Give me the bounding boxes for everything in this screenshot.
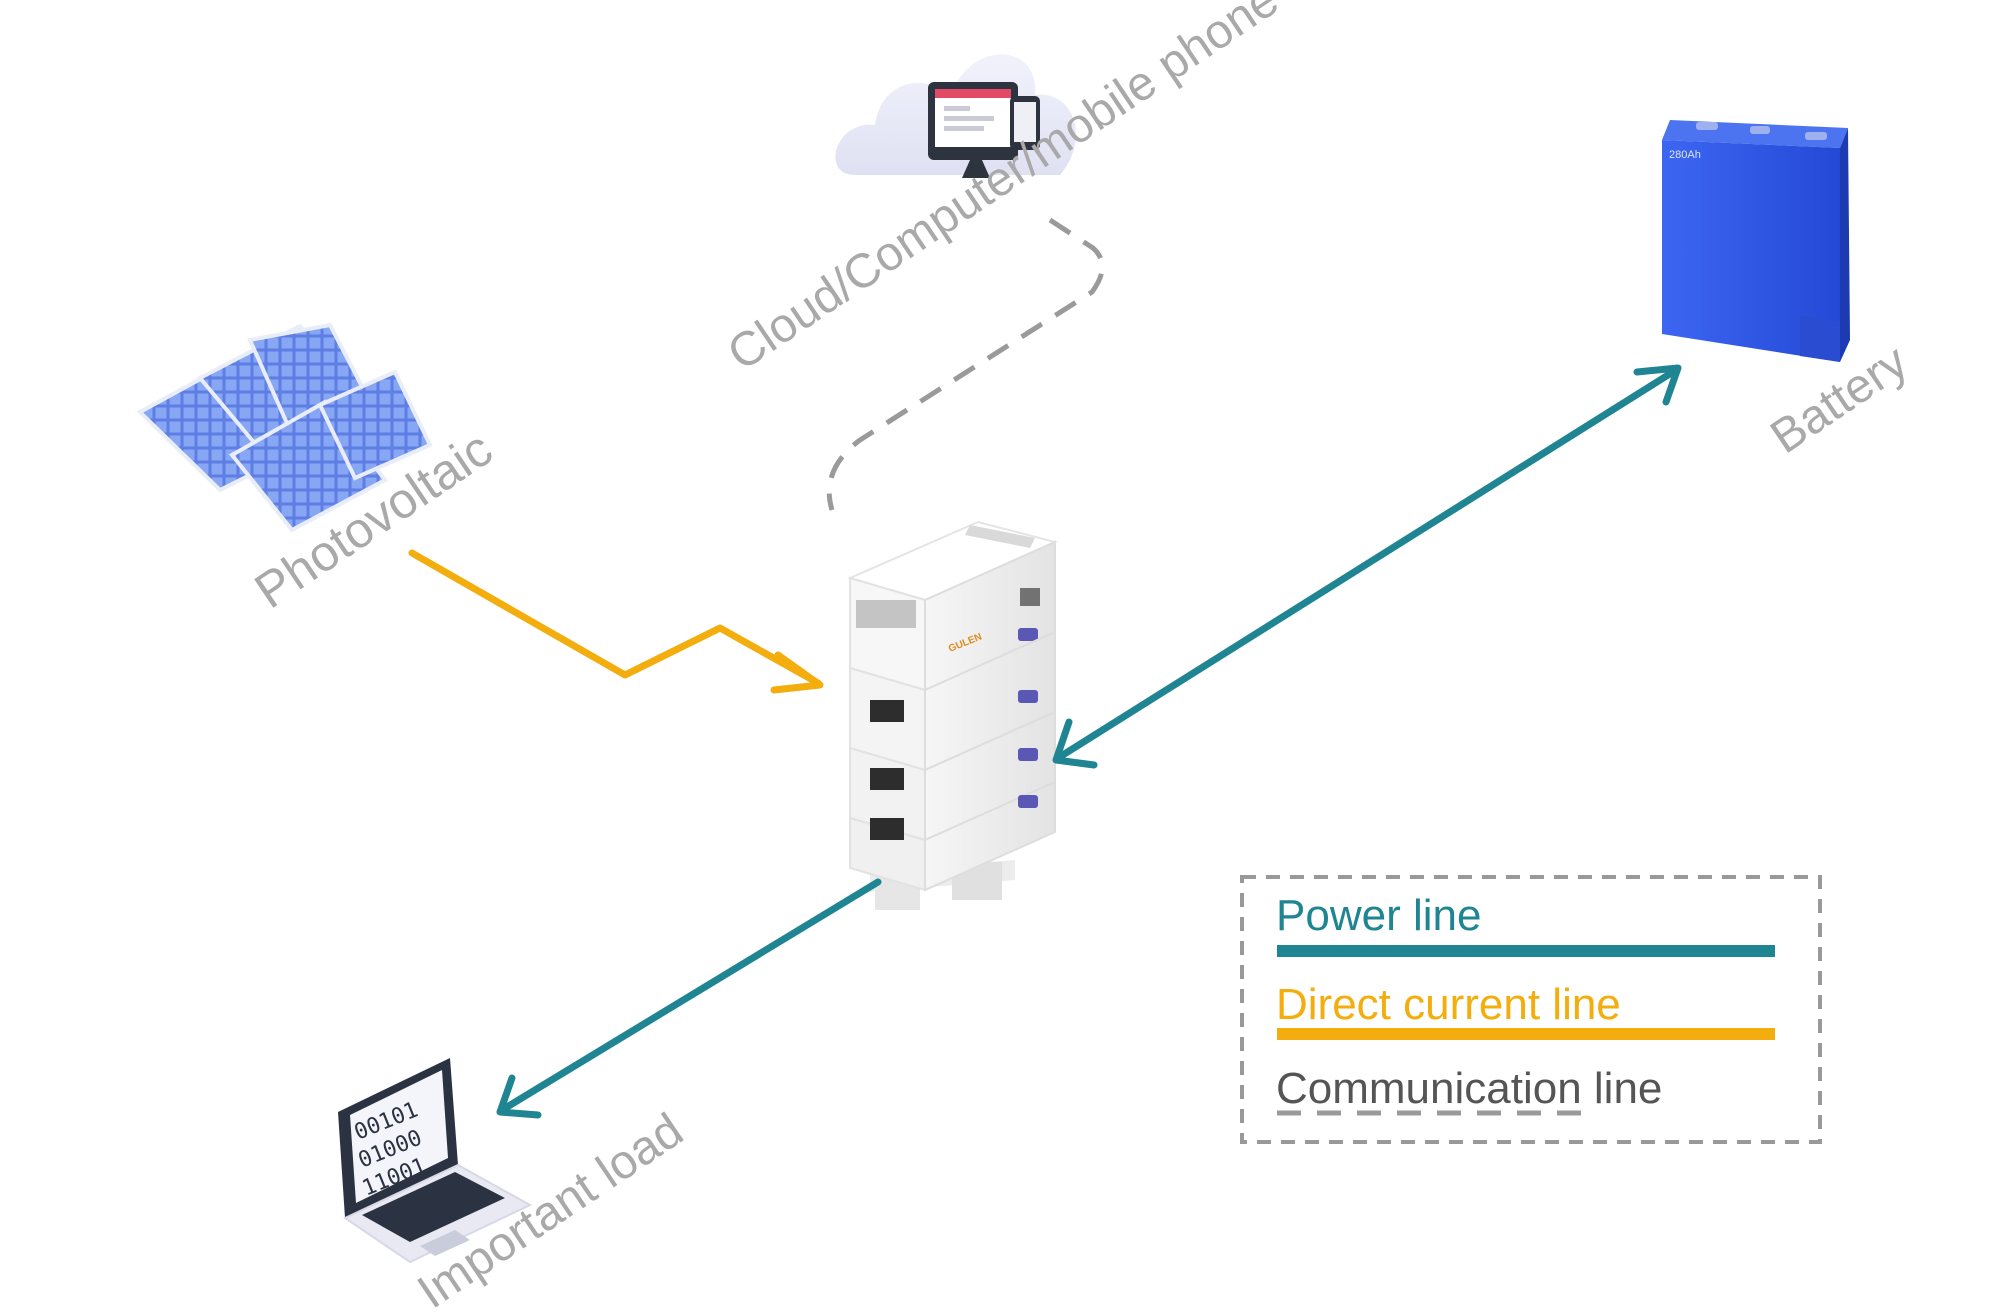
legend-comm-line-label: Communication line [1276, 1064, 1662, 1113]
laptop-icon: 00101 01000 11001 [338, 1058, 533, 1264]
communication-line-cloud-to-device [826, 217, 1105, 511]
power-line-device-to-load [496, 878, 882, 1119]
power-line-device-to-battery [1052, 364, 1682, 769]
dc-line-photovoltaic-to-device [408, 549, 824, 694]
cloud-computer-phone-icon [835, 54, 1076, 178]
energy-storage-cabinet: GULEN [847, 520, 1059, 910]
battery-capacity-label: 280Ah [1669, 149, 1701, 161]
battery-icon: 280Ah [1662, 120, 1850, 362]
legend-power-line-swatch [1277, 945, 1775, 957]
battery-module-1 [849, 630, 1056, 772]
legend-power-line-label: Power line [1276, 891, 1481, 940]
legend-dc-line-swatch [1277, 1028, 1775, 1040]
legend-dc-line-label: Direct current line [1276, 980, 1621, 1029]
battery-module-2 [849, 710, 1056, 842]
battery-module-3 [849, 780, 1056, 892]
legend: Power line Direct current line Communica… [1240, 875, 1822, 1144]
solar-panel-icon [136, 322, 433, 533]
legend-frame [1240, 875, 1822, 1144]
